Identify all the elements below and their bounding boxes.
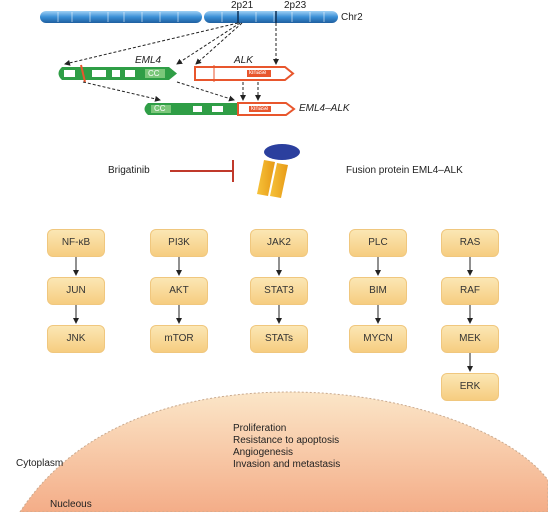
breakpoint-arrows — [64, 22, 279, 66]
pathway-node-bim: BIM — [349, 277, 407, 305]
pathway-node-pi3k: PI3K — [150, 229, 208, 257]
fusion-protein-icon — [257, 144, 300, 198]
pathway-node-erk: ERK — [441, 373, 499, 401]
outcome-proliferation: Proliferation — [233, 423, 287, 434]
band-2p23-label: 2p23 — [284, 0, 307, 11]
pathway-node-mtor: mTOR — [150, 325, 208, 353]
pathway-node-jnk: JNK — [47, 325, 105, 353]
alk-gene — [194, 65, 295, 82]
chromosome-label: Chr2 — [341, 12, 363, 23]
fusion-protein-label: Fusion protein EML4–ALK — [346, 165, 463, 176]
eml4-label: EML4 — [135, 55, 162, 66]
alk-label: ALK — [234, 55, 253, 66]
fusion-kinase-label: kinase — [251, 106, 269, 112]
nucleus-shape — [19, 391, 548, 512]
drug-label: Brigatinib — [108, 165, 150, 176]
pathway-node-ras: RAS — [441, 229, 499, 257]
fusion-cc-label: CC — [154, 104, 166, 113]
outcome-angiogenesis: Angiogenesis — [233, 447, 294, 458]
pathway-node-akt: AKT — [150, 277, 208, 305]
pathway-node-nfkb: NF-κB — [47, 229, 105, 257]
pathway-node-stat3: STAT3 — [250, 277, 308, 305]
eml4-cc-label: CC — [148, 69, 160, 78]
fusion-gene-label: EML4–ALK — [299, 103, 350, 114]
pathway-node-plc: PLC — [349, 229, 407, 257]
cytoplasm-label: Cytoplasm — [16, 458, 64, 469]
cellular-outcomes: Proliferation Resistance to apoptosis An… — [233, 423, 340, 471]
alk-kinase-label: kinase — [249, 70, 267, 76]
pathway-node-raf: RAF — [441, 277, 499, 305]
outcome-resistance: Resistance to apoptosis — [233, 435, 340, 446]
pathway-arrows — [73, 257, 473, 372]
chromosome-2 — [40, 11, 338, 23]
fusion-arrows — [82, 81, 261, 102]
pathway-node-mycn: MYCN — [349, 325, 407, 353]
pathway-node-stats: STATs — [250, 325, 308, 353]
pathway-node-jun: JUN — [47, 277, 105, 305]
eml4-alk-fusion-gene — [144, 102, 296, 116]
pathway-node-mek: MEK — [441, 325, 499, 353]
outcome-invasion: Invasion and metastasis — [233, 459, 341, 470]
band-2p21-label: 2p21 — [231, 0, 254, 11]
pathway-node-jak2: JAK2 — [250, 229, 308, 257]
nucleus-label: Nucleous — [50, 499, 92, 510]
eml4-gene — [58, 64, 177, 83]
inhibition-symbol — [170, 160, 234, 182]
